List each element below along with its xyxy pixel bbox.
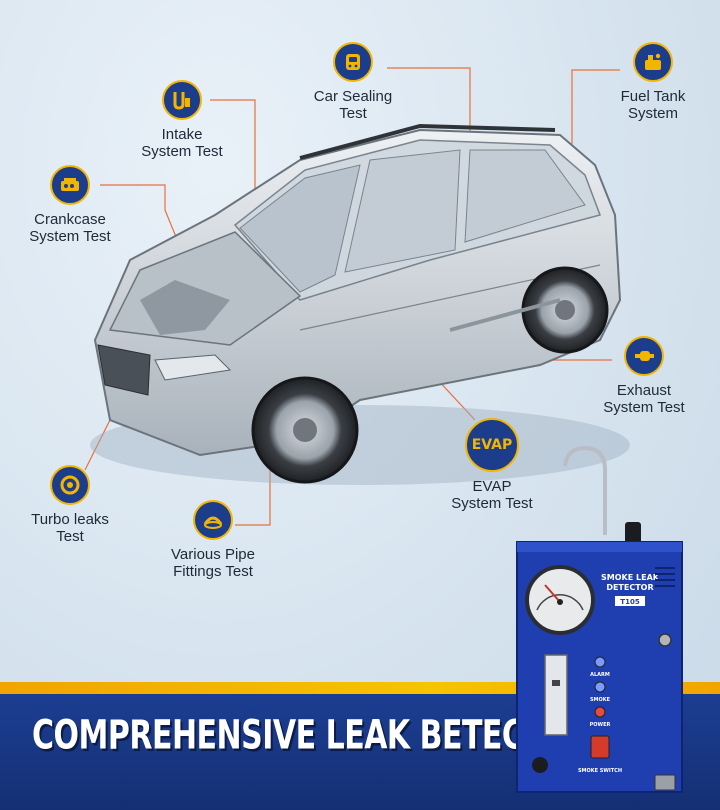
engine-block-icon	[50, 165, 90, 205]
test-exhaust: Exhaust System Test	[584, 336, 704, 416]
alarm-led	[594, 656, 606, 668]
power-led	[594, 706, 606, 718]
top-knob	[625, 522, 641, 544]
device-title-line1: SMOKE LEAK	[601, 573, 660, 582]
intake-pipe-icon	[162, 80, 202, 120]
flow-meter	[544, 654, 568, 736]
smoke-leak-detector: SMOKE LEAK DETECTOR T105 ALARM SMOKE POW…	[516, 445, 683, 793]
banner-title: COMPREHENSIVE LEAK BETECTION	[32, 712, 604, 760]
fuel-can-icon	[633, 42, 673, 82]
device-vents	[655, 567, 675, 587]
device-model: T105	[620, 598, 640, 606]
smoke-switch	[590, 735, 610, 759]
adjust-knob	[532, 757, 548, 773]
test-crankcase: Crankcase System Test	[10, 165, 130, 245]
test-label: Exhaust System Test	[603, 382, 685, 416]
test-label: Crankcase System Test	[29, 211, 111, 245]
exhaust-pipe-icon	[624, 336, 664, 376]
test-turbo: Turbo leaks Test	[10, 465, 130, 545]
turbo-icon	[50, 465, 90, 505]
test-evap: EVAP EVAP System Test	[432, 418, 552, 512]
test-label: Fuel Tank System	[620, 88, 686, 122]
hanger-hook	[563, 445, 607, 535]
test-label: Turbo leaks Test	[31, 511, 109, 545]
test-car-sealing: Car Sealing Test	[298, 42, 408, 122]
evap-badge: EVAP	[465, 418, 519, 472]
led-label-power: POWER	[590, 722, 611, 728]
test-label: Various Pipe Fittings Test	[171, 546, 255, 580]
device-title-line2: DETECTOR	[606, 583, 653, 592]
hose-icon	[193, 500, 233, 540]
test-label: Car Sealing Test	[313, 88, 393, 122]
led-label-alarm: ALARM	[590, 672, 610, 678]
test-pipe-fittings: Various Pipe Fittings Test	[148, 500, 278, 580]
test-label: EVAP System Test	[451, 478, 533, 512]
smoke-outlet	[654, 774, 676, 791]
car-door-icon	[333, 42, 373, 82]
test-fuel-tank: Fuel Tank System	[598, 42, 708, 122]
test-label: Intake System Test	[141, 126, 223, 160]
switch-label: SMOKE SWITCH	[578, 768, 622, 774]
smoke-led	[594, 681, 606, 693]
test-intake: Intake System Test	[122, 80, 242, 160]
side-port	[658, 633, 672, 647]
led-label-smoke: SMOKE	[590, 697, 611, 703]
